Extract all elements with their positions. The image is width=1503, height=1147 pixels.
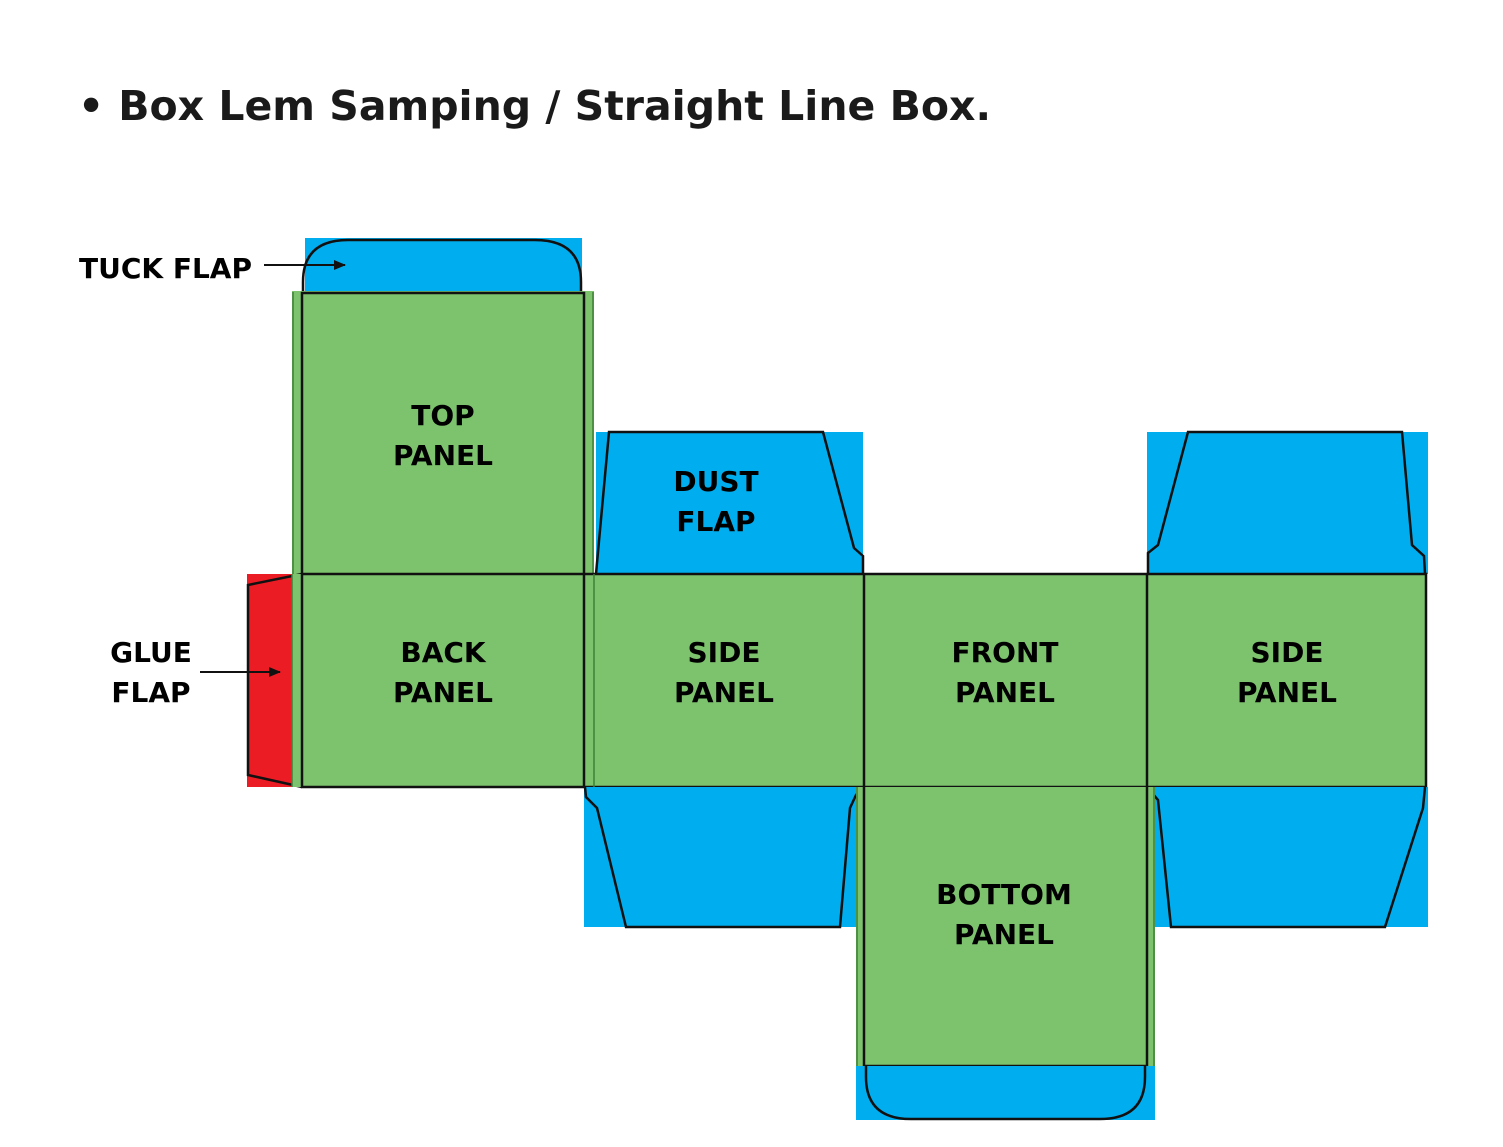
bottom-panel-label-line1: BOTTOM <box>936 878 1072 911</box>
glue-flap-label-line2: FLAP <box>111 676 190 709</box>
tuck-flap-top-bg <box>305 238 582 294</box>
bottom-panel <box>856 787 1155 1068</box>
dust-flap-upper-right-outline <box>1146 430 1427 575</box>
glue-flap-outline <box>246 572 303 789</box>
dust-flap-label-line1: DUST <box>673 465 758 498</box>
dust-flap-lower-right-outline <box>1146 786 1427 929</box>
title-text: Box Lem Samping / Straight Line Box. <box>118 82 992 130</box>
glue-flap <box>247 574 292 787</box>
top-panel-label-line2: PANEL <box>393 439 493 472</box>
tuck-flap-bottom-bg <box>856 1066 1155 1120</box>
page-title: • Box Lem Samping / Straight Line Box. <box>78 82 991 130</box>
dust-flap-label-line2: FLAP <box>676 505 755 538</box>
dust-flap-lower-left-outline <box>583 786 864 929</box>
tuck-flap-bottom-outline <box>864 1066 1147 1121</box>
dust-flap-upper-left-outline <box>594 430 865 575</box>
side-panel-right-label-line2: PANEL <box>1237 676 1337 709</box>
dust-flap-lower-right-bg <box>1155 787 1428 927</box>
dust-flap-upper-left-bg <box>596 432 863 574</box>
top-panel-label-line1: TOP <box>411 399 474 432</box>
back-panel-label-line2: PANEL <box>393 676 493 709</box>
top-panel <box>292 291 594 574</box>
top-panel-outline <box>300 291 586 574</box>
tuck-flap-label: TUCK FLAP <box>79 252 252 285</box>
back-panel-label-line1: BACK <box>400 636 487 669</box>
side-panel-left-label-line2: PANEL <box>674 676 774 709</box>
bottom-panel-label-line2: PANEL <box>954 918 1054 951</box>
side-panel-right-label-line1: SIDE <box>1251 636 1324 669</box>
dust-flap-upper-right-bg <box>1147 432 1428 574</box>
dust-flap-lower-left-bg <box>584 787 856 927</box>
front-panel-label-line1: FRONT <box>951 636 1058 669</box>
main-panel-row <box>292 574 1426 787</box>
glue-flap-label-line1: GLUE <box>110 636 192 669</box>
title-bullet: • <box>78 82 105 130</box>
side-panel-left-label-line1: SIDE <box>688 636 761 669</box>
front-panel-label-line2: PANEL <box>955 676 1055 709</box>
